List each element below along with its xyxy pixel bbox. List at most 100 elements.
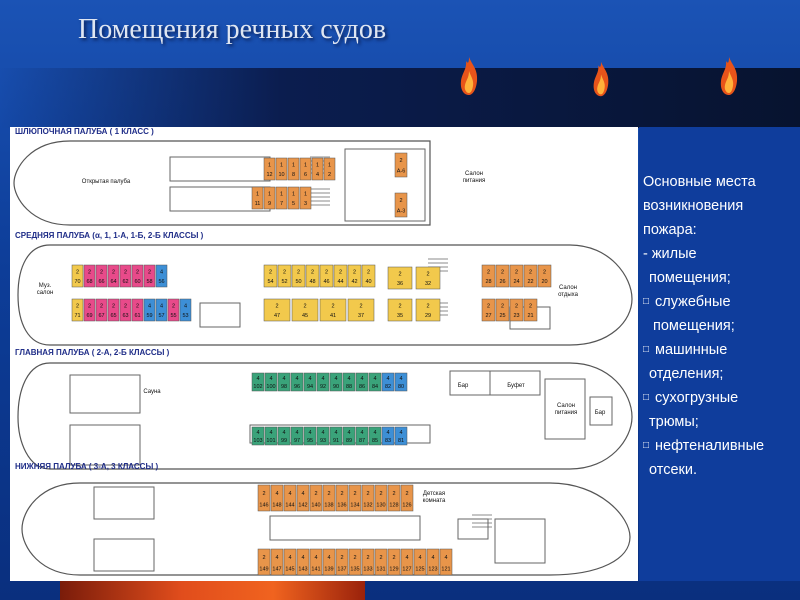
cabin-number: 3	[304, 201, 307, 207]
cabin-number: 103	[253, 438, 262, 444]
cabin-class: 1	[268, 191, 271, 197]
music-salon-label: салон	[37, 290, 54, 296]
cabin-number: 44	[337, 279, 343, 285]
cabin-class: 4	[269, 376, 272, 382]
cabin-class: 2	[515, 303, 518, 309]
cabin-class: 1	[328, 162, 331, 168]
empty-square-icon: □	[643, 296, 650, 307]
lower-deck-hull	[21, 482, 631, 576]
cabin-number: 100	[266, 384, 275, 390]
cabin-number: 92	[320, 384, 326, 390]
cabin-number: 67	[98, 313, 104, 319]
cabin: 269	[83, 298, 96, 322]
cabin-class: 4	[399, 430, 402, 436]
cabin-number: 54	[267, 279, 273, 285]
cabin: 237	[347, 298, 375, 322]
boat-deck-hull	[13, 140, 431, 226]
cabin-class: 2	[269, 269, 272, 275]
cabin: 14	[311, 157, 324, 181]
cabin: 499	[277, 426, 291, 446]
cabin: 17	[275, 186, 288, 210]
cabin-class: 1	[304, 162, 307, 168]
cabin-number: 143	[298, 566, 307, 572]
cabin-class: 4	[334, 430, 337, 436]
cabin-number: 35	[397, 313, 403, 319]
cabin-class: 2	[100, 269, 103, 275]
cabin-number: 6	[304, 172, 307, 178]
cabin-number: 145	[285, 566, 294, 572]
boat-deck-salon-label: питания	[463, 178, 486, 184]
list-item: помещения;	[653, 318, 735, 334]
cabin-class: 2	[76, 269, 79, 275]
cabin-class: 1	[316, 162, 319, 168]
cabin-number: 80	[398, 384, 404, 390]
cabin: 258	[143, 264, 156, 288]
list-item: □служебные	[643, 290, 798, 314]
cabin-number: 129	[389, 566, 398, 572]
cabin: 481	[394, 426, 408, 446]
cabin-number: 10	[278, 172, 284, 178]
cabin: 459	[143, 298, 156, 322]
cabin-class: 2	[501, 303, 504, 309]
cabin-number: 140	[311, 502, 320, 508]
cabin-class: 2	[366, 555, 369, 561]
cabin-number: 48	[309, 279, 315, 285]
flame-icon	[720, 57, 738, 95]
cabin-class: 2	[297, 269, 300, 275]
boat-deck-salon-label: Салон	[465, 171, 483, 177]
cabin: 261	[131, 298, 144, 322]
cabin: 480	[394, 372, 408, 392]
cabin-number: 27	[485, 313, 491, 319]
cabin-class: 4	[327, 555, 330, 561]
cabin-class: 2	[353, 491, 356, 497]
cabin: 488	[342, 372, 356, 392]
cabin-number: 23	[513, 313, 519, 319]
cabin-number: 99	[281, 438, 287, 444]
cabin-number: 32	[425, 281, 431, 287]
cabin: 264	[107, 264, 120, 288]
cabin: 236	[387, 266, 413, 290]
cabin-class: 2	[487, 303, 490, 309]
cabin-class: 2	[367, 269, 370, 275]
cabin-class: 4	[347, 376, 350, 382]
cabin-class: 4	[301, 491, 304, 497]
cabin: 111	[251, 186, 264, 210]
cabin-number: 29	[425, 313, 431, 319]
cabin-class: 4	[295, 376, 298, 382]
cabin-class: 2	[112, 303, 115, 309]
cabin-class: 4	[347, 430, 350, 436]
cabin-class: 2	[262, 555, 265, 561]
cabin-number: 8	[292, 172, 295, 178]
cabin: 492	[316, 372, 330, 392]
cabin-number: 26	[499, 279, 505, 285]
cabin-number: 94	[307, 384, 313, 390]
cabin-class: 4	[405, 555, 408, 561]
cabin-number: 57	[158, 313, 164, 319]
cabin-number: 141	[311, 566, 320, 572]
cabin-number: 87	[359, 438, 365, 444]
cabin-number: 102	[253, 384, 262, 390]
title-band	[0, 68, 800, 128]
cabin-class: 4	[275, 491, 278, 497]
cabin-number: 148	[272, 502, 281, 508]
cabin-class: 2	[487, 269, 490, 275]
cabin-class: 4	[288, 491, 291, 497]
cabin: 16	[299, 157, 312, 181]
cabin-number: 85	[372, 438, 378, 444]
cabin: 485	[368, 426, 382, 446]
cabin-number: 121	[441, 566, 450, 572]
cabin-class: 2	[379, 555, 382, 561]
cabin-class: 4	[256, 430, 259, 436]
cabin-number: 126	[402, 502, 411, 508]
open-deck-label: Открытая палуба	[82, 179, 131, 185]
cabin: 453	[179, 298, 192, 322]
cabin: 241	[319, 298, 347, 322]
side-panel	[639, 127, 800, 581]
cabin-class: 4	[160, 303, 163, 309]
cabin-number: 59	[146, 313, 152, 319]
